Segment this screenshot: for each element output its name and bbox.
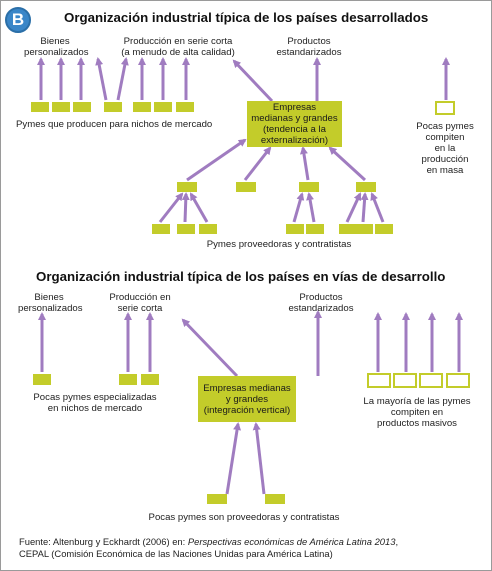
pyme-box-2 <box>73 102 91 112</box>
source-publication: Perspectivas económicas de América Latin… <box>187 536 396 547</box>
section-badge: B <box>5 7 31 33</box>
pyme-box-29 <box>207 494 227 504</box>
pyme-box-22 <box>119 374 137 385</box>
pyme-box-21 <box>33 374 51 385</box>
arrow-4 <box>116 57 129 101</box>
pyme-box-10 <box>236 182 256 192</box>
arrow-20 <box>345 192 362 223</box>
arrow-16 <box>181 192 190 223</box>
pyme-box-25 <box>367 373 391 388</box>
arrow-11 <box>186 138 247 182</box>
arrow-19 <box>306 192 316 223</box>
top-label-proveedoras: Pymes proveedoras y contratistas <box>206 239 352 250</box>
arrows-group <box>37 57 463 495</box>
pyme-box-18 <box>339 224 357 234</box>
pyme-box-15 <box>199 224 217 234</box>
arrow-21 <box>360 192 369 223</box>
pyme-box-13 <box>152 224 170 234</box>
pyme-box-19 <box>355 224 373 234</box>
pyme-box-17 <box>306 224 324 234</box>
pyme-box-27 <box>419 373 443 388</box>
pyme-box-6 <box>176 102 194 112</box>
pyme-box-12 <box>356 182 376 192</box>
arrow-33 <box>252 422 266 495</box>
pyme-box-30 <box>265 494 285 504</box>
arrow-17 <box>189 192 209 223</box>
source-line2: CEPAL (Comisión Económica de las Nacione… <box>19 548 333 559</box>
arrow-8 <box>232 59 274 103</box>
arrow-18 <box>292 192 305 223</box>
boxes-group <box>31 101 470 504</box>
bottom-label-proveedoras: Pocas pymes son proveedoras y contratist… <box>148 512 340 523</box>
arrow-22 <box>370 192 385 223</box>
arrow-26 <box>181 318 239 378</box>
pyme-box-1 <box>52 102 70 112</box>
arrow-13 <box>299 146 310 181</box>
source-prefix: Fuente: Altenburg y Eckhardt (2006) en: <box>19 536 188 547</box>
arrow-3 <box>95 57 108 101</box>
pyme-box-4 <box>133 102 151 112</box>
pyme-box-3 <box>104 102 122 112</box>
pyme-box-11 <box>299 182 319 192</box>
source-note: Fuente: Altenburg y Eckhardt (2006) en: … <box>19 536 398 560</box>
arrow-14 <box>328 146 367 182</box>
pyme-box-28 <box>446 373 470 388</box>
arrow-32 <box>225 422 242 495</box>
top-title: Organización industrial típica de los pa… <box>64 10 429 25</box>
pyme-box-23 <box>141 374 159 385</box>
pyme-box-9 <box>177 182 197 192</box>
pyme-box-14 <box>177 224 195 234</box>
pyme-box-0 <box>31 102 49 112</box>
pyme-box-20 <box>375 224 393 234</box>
pyme-box-8 <box>435 101 455 115</box>
bottom-title: Organización industrial típica de los pa… <box>36 269 446 284</box>
pyme-box-16 <box>286 224 304 234</box>
pyme-box-26 <box>393 373 417 388</box>
top-label-nichos: Pymes que producen para nichos de mercad… <box>16 119 213 130</box>
pyme-box-5 <box>154 102 172 112</box>
source-suffix: , <box>395 536 399 547</box>
arrow-15 <box>158 192 184 223</box>
top-label-produccion: Producción en serie corta(a menudo de al… <box>121 36 235 58</box>
arrow-12 <box>243 146 272 181</box>
